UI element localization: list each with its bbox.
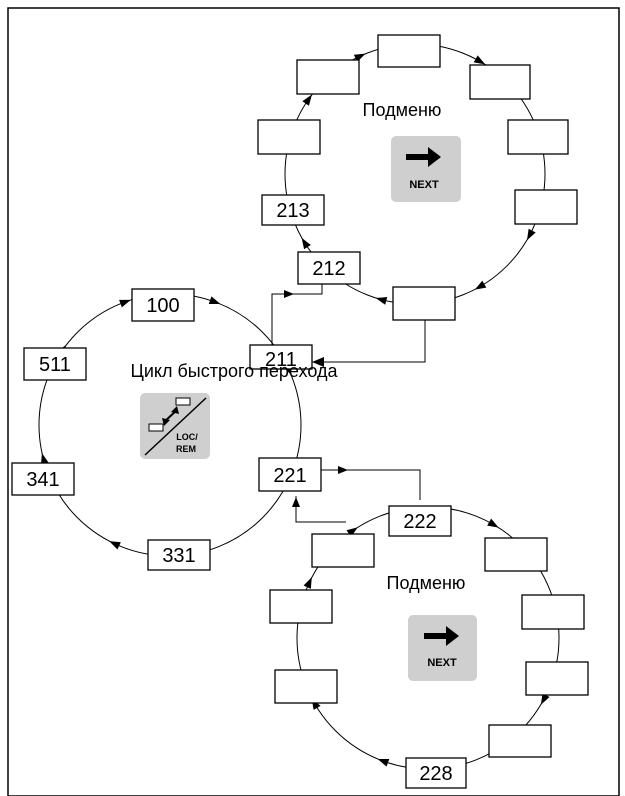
menu-code-222: 222 bbox=[403, 511, 436, 533]
menu-code-212: 212 bbox=[312, 258, 345, 280]
cycle-direction-arrow bbox=[540, 693, 550, 705]
next-key-label: NEXT bbox=[427, 657, 457, 669]
next-key-label: NEXT bbox=[409, 179, 439, 191]
next-key-button: NEXT bbox=[391, 136, 461, 202]
arrow-head bbox=[284, 290, 294, 298]
connector-submenu-to-221 bbox=[295, 496, 346, 523]
menu-box-empty[interactable] bbox=[296, 59, 360, 95]
cycle-direction-arrow bbox=[301, 237, 311, 250]
menu-box-222[interactable] bbox=[388, 505, 452, 537]
right-arrow-icon bbox=[406, 147, 441, 167]
cycle-direction-arrow bbox=[303, 577, 312, 589]
menu-box-213[interactable] bbox=[261, 194, 325, 226]
right-arrow-icon bbox=[424, 626, 459, 646]
menu-box-empty[interactable] bbox=[507, 119, 569, 155]
menu-box-empty[interactable] bbox=[484, 537, 548, 572]
main-quick-cycle: 100 511 211 341 221 331 Цикл быстрого пе… bbox=[11, 288, 339, 571]
menu-box-empty[interactable] bbox=[274, 669, 338, 704]
arrow-head bbox=[312, 357, 324, 367]
menu-box-empty[interactable] bbox=[469, 64, 531, 100]
submenu-title: Подменю bbox=[363, 100, 442, 120]
loc-rem-switch-icon bbox=[144, 397, 207, 456]
next-key-background bbox=[408, 615, 477, 681]
menu-code-341: 341 bbox=[26, 469, 59, 491]
menu-box-228[interactable] bbox=[405, 757, 467, 789]
loc-rem-key-button: LOC/ REM bbox=[140, 393, 210, 459]
menu-code-100: 100 bbox=[146, 295, 179, 317]
cycle-direction-arrow bbox=[377, 759, 390, 767]
next-key-button: NEXT bbox=[408, 615, 477, 681]
loc-rem-key-label-line2: REM bbox=[176, 444, 196, 454]
arrow-head bbox=[338, 466, 348, 474]
cycle-direction-arrow bbox=[487, 518, 499, 528]
cycle-direction-arrow bbox=[474, 280, 487, 290]
bottom-submenu-cycle: 222 228 Подменю NEXT bbox=[269, 505, 589, 789]
menu-code-331: 331 bbox=[162, 545, 195, 567]
connector-submenu-return bbox=[312, 320, 426, 363]
cycle-direction-arrow bbox=[473, 55, 486, 65]
cycle-direction-arrow bbox=[40, 453, 49, 465]
top-submenu-cycle: 213 212 Подменю NEXT bbox=[257, 34, 578, 321]
connector-arrows bbox=[284, 290, 348, 507]
menu-box-221[interactable] bbox=[258, 457, 322, 492]
cycle-direction-arrow bbox=[208, 296, 221, 304]
cycle-direction-arrow bbox=[109, 541, 121, 550]
submenu-title: Подменю bbox=[387, 573, 466, 593]
menu-box-empty[interactable] bbox=[257, 119, 321, 155]
menu-box-empty[interactable] bbox=[269, 589, 333, 624]
arrow-head bbox=[292, 497, 300, 507]
diagram-frame bbox=[7, 7, 620, 796]
cycle-direction-arrow bbox=[526, 228, 536, 241]
cycle-direction-arrow bbox=[119, 299, 131, 308]
menu-box-341[interactable] bbox=[11, 462, 75, 496]
connector-212-to-211 bbox=[271, 284, 323, 345]
menu-box-empty[interactable] bbox=[514, 189, 578, 225]
menu-code-213: 213 bbox=[276, 200, 309, 222]
menu-box-331[interactable] bbox=[147, 539, 211, 571]
menu-box-empty[interactable] bbox=[521, 594, 585, 630]
cycle-direction-arrow bbox=[302, 94, 312, 106]
menu-box-511[interactable] bbox=[23, 347, 87, 381]
quick-cycle-title: Цикл быстрого перехода bbox=[131, 361, 339, 381]
menu-box-empty[interactable] bbox=[311, 533, 375, 568]
menu-code-211: 211 bbox=[265, 349, 297, 371]
menu-code-511: 511 bbox=[39, 354, 71, 376]
menu-box-empty[interactable] bbox=[488, 724, 552, 758]
cycle-direction-arrow bbox=[346, 527, 358, 537]
menu-box-212[interactable] bbox=[297, 251, 361, 285]
cycle-direction-arrow bbox=[375, 297, 388, 305]
next-key-background bbox=[391, 136, 461, 202]
menu-box-empty[interactable] bbox=[392, 286, 456, 321]
menu-box-100[interactable] bbox=[131, 288, 195, 322]
menu-box-211[interactable] bbox=[249, 344, 313, 370]
menu-box-empty[interactable] bbox=[525, 661, 589, 696]
menu-box-empty[interactable] bbox=[377, 34, 441, 68]
menu-code-228: 228 bbox=[419, 763, 452, 785]
connector-lines bbox=[271, 284, 426, 523]
connector-221-to-222 bbox=[320, 469, 421, 500]
loc-rem-key-label-line1: LOC/ bbox=[176, 432, 198, 442]
menu-code-221: 221 bbox=[273, 465, 306, 487]
